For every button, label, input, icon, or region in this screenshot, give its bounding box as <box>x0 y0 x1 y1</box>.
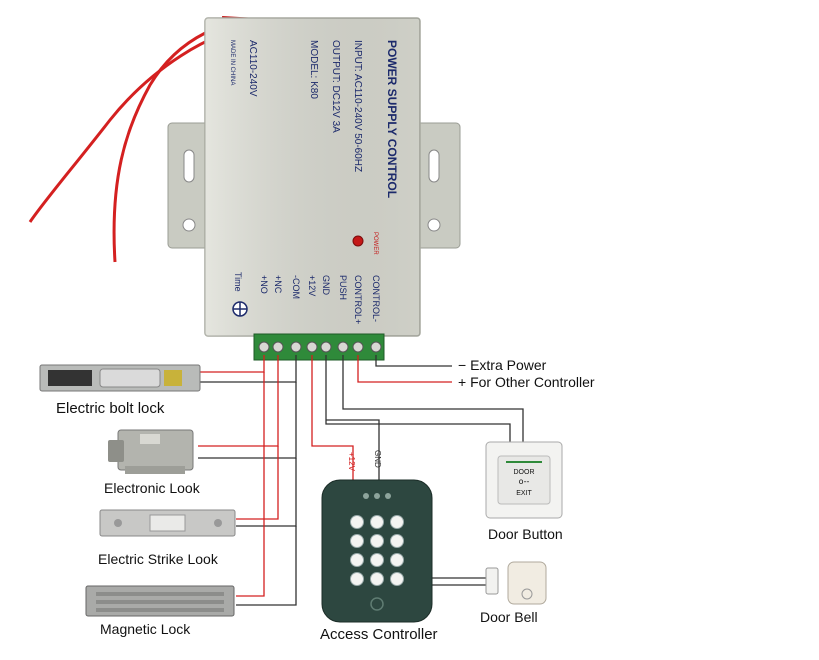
psu-title: POWER SUPPLY CONTROL <box>385 40 399 198</box>
keypad-key[interactable] <box>350 553 364 567</box>
time-knob-icon[interactable] <box>232 301 248 317</box>
power-led <box>352 235 364 247</box>
keypad-key[interactable] <box>390 553 404 567</box>
terminal-label: GND <box>321 275 331 296</box>
door-button-plate-bottom: EXIT <box>516 490 532 497</box>
door-button-icon[interactable]: DOOR o-- EXIT <box>485 441 563 519</box>
key-icon: o-- <box>519 477 530 486</box>
wire-label-12v: +12V <box>347 452 356 472</box>
psu-made-in: MADE IN CHINA <box>229 40 235 85</box>
keypad-key[interactable] <box>370 572 384 586</box>
keypad-key[interactable] <box>370 515 384 529</box>
terminal-label: +12V <box>307 275 317 296</box>
door-button-label: Door Button <box>488 526 563 542</box>
terminal-screw-icon[interactable] <box>290 341 302 353</box>
lock-label-electronic: Electronic Look <box>104 480 200 496</box>
terminal-label: CONTROL+ <box>353 275 363 324</box>
terminal-label: CONTROL- <box>371 275 381 322</box>
terminal-screw-icon[interactable] <box>272 341 284 353</box>
electric-bolt-lock-icon <box>39 364 201 392</box>
door-button-plate-top: DOOR <box>514 469 535 476</box>
keypad-key[interactable] <box>350 534 364 548</box>
magnetic-lock-icon <box>85 585 235 617</box>
terminal-label: +NC <box>273 275 283 294</box>
lock-label-electric-strike: Electric Strike Look <box>98 551 218 567</box>
keypad-key[interactable] <box>390 534 404 548</box>
terminal-label: PUSH <box>338 275 348 300</box>
keypad-key[interactable] <box>390 572 404 586</box>
psu-model: MODEL: K80 <box>308 40 319 99</box>
keypad-key[interactable] <box>350 515 364 529</box>
wire-label-gnd: GND <box>373 450 382 468</box>
access-controller-label: Access Controller <box>320 626 438 643</box>
terminal-screw-icon[interactable] <box>306 341 318 353</box>
wires <box>198 355 524 606</box>
terminal-labels: +NO +NC -COM +12V GND PUSH CONTROL+ CONTROL- <box>259 275 381 324</box>
terminal-label: -COM <box>291 275 301 299</box>
terminal-screw-icon[interactable] <box>258 341 270 353</box>
door-bell-icon <box>485 561 547 605</box>
extra-power-minus-label: − Extra Power <box>458 357 547 373</box>
electric-strike-lock-icon <box>99 509 236 537</box>
psu-input: INPUT: AC110-240V 50-60HZ <box>352 40 363 172</box>
terminal-screw-icon[interactable] <box>370 341 382 353</box>
terminal-screw-icon[interactable] <box>320 341 332 353</box>
psu-ac-side: AC110-240V <box>247 40 258 97</box>
keypad-key[interactable] <box>390 515 404 529</box>
terminal-screw-icon[interactable] <box>337 341 349 353</box>
terminal-block <box>253 333 385 361</box>
terminal-label: +NO <box>259 275 269 294</box>
psu-output: OUTPUT: DC12V 3A <box>330 40 341 133</box>
lock-label-electric-bolt: Electric bolt lock <box>56 400 165 417</box>
power-supply-body <box>204 17 421 337</box>
door-bell-label: Door Bell <box>480 609 538 625</box>
keypad-key[interactable] <box>370 553 384 567</box>
extra-power-plus-label: + For Other Controller <box>458 374 595 390</box>
power-led-label: POWER <box>372 232 378 255</box>
electronic-lock-icon <box>108 429 194 474</box>
keypad-key[interactable] <box>350 572 364 586</box>
terminal-screw-icon[interactable] <box>352 341 364 353</box>
keypad-key[interactable] <box>370 534 384 548</box>
time-label: Time <box>233 272 243 292</box>
lock-label-magnetic: Magnetic Lock <box>100 621 191 637</box>
access-controller-icon[interactable] <box>321 479 433 623</box>
